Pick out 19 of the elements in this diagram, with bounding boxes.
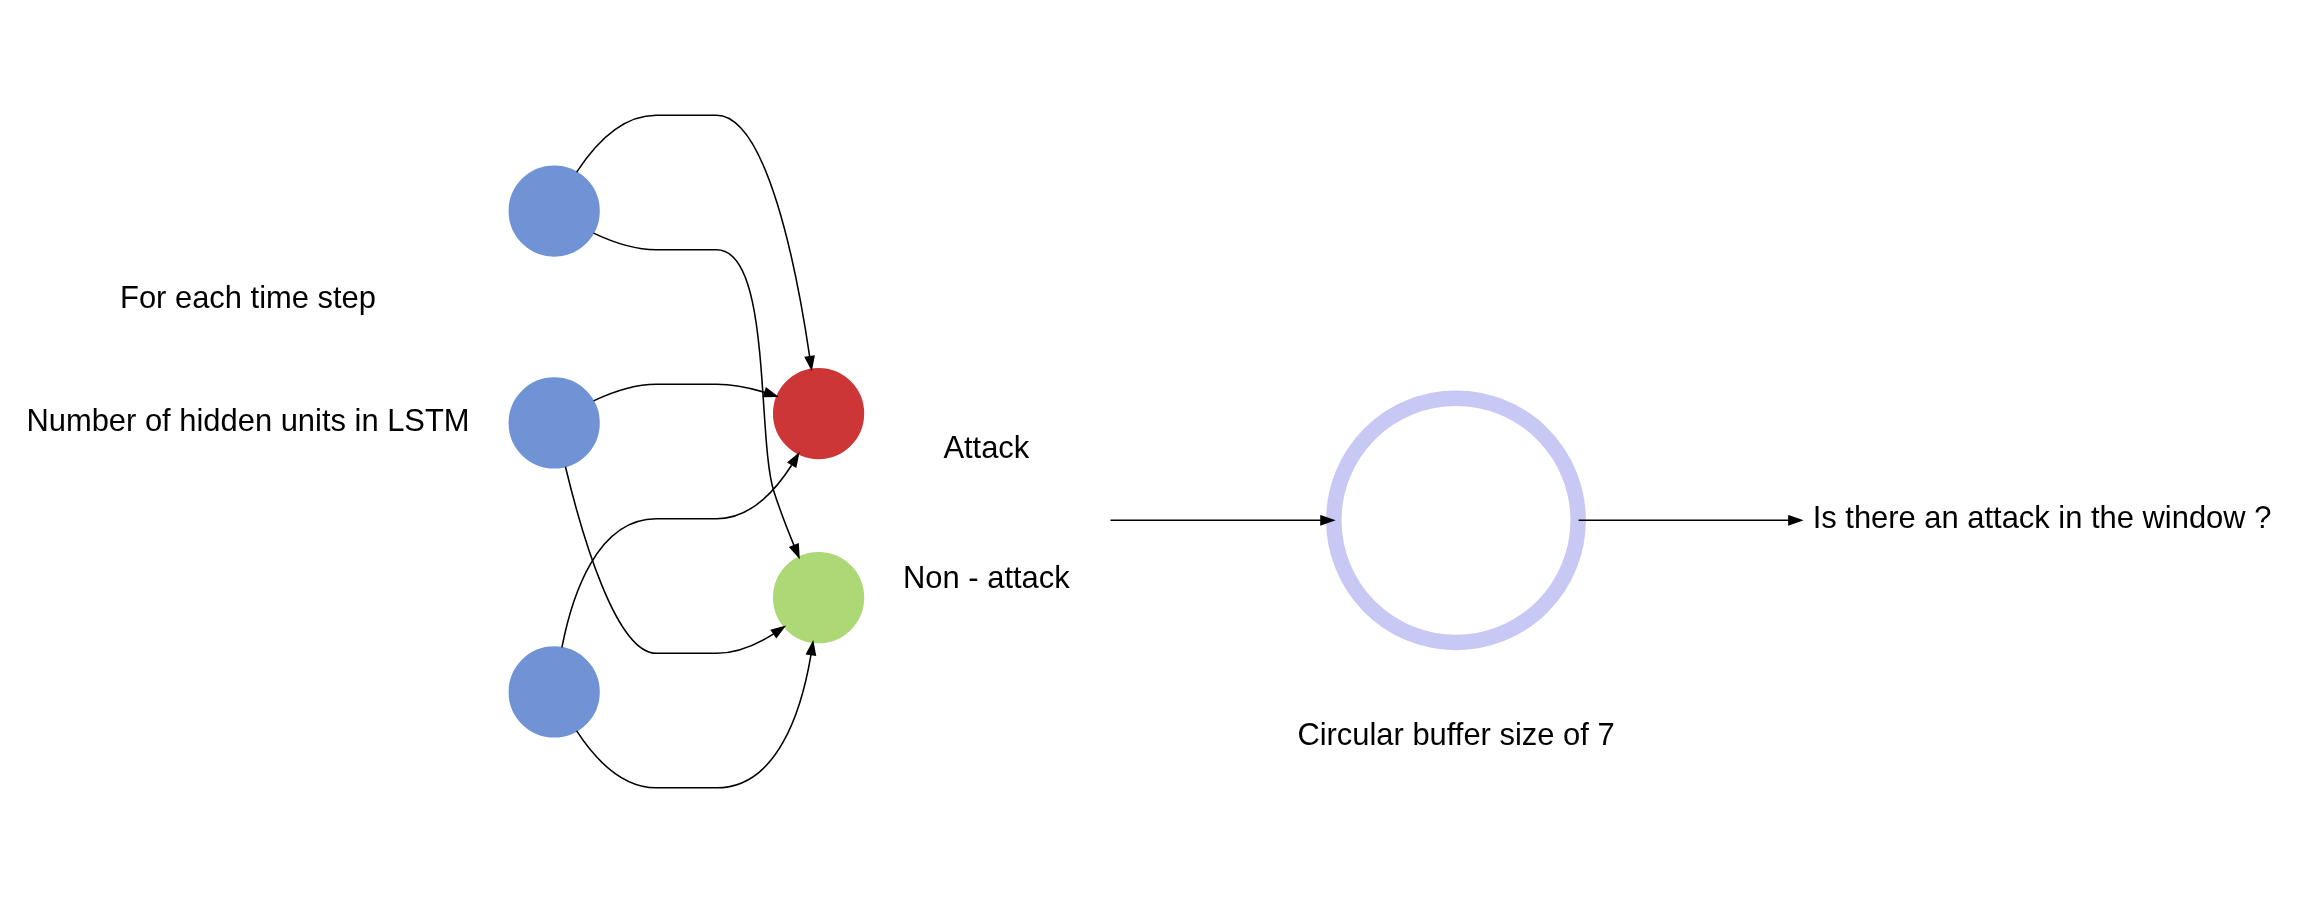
node-circle — [508, 377, 600, 469]
label: Number of hidden units in LSTM — [26, 402, 470, 438]
arrow — [592, 383, 779, 402]
label: For each time step — [120, 280, 376, 316]
arrow — [1577, 514, 1804, 526]
node-circle — [508, 165, 600, 257]
node-circle — [508, 646, 600, 738]
arrow — [592, 232, 800, 560]
node-circle — [772, 368, 865, 460]
arrow — [561, 451, 800, 649]
arrow — [1109, 514, 1336, 526]
arrow — [575, 114, 815, 372]
node-text: Is there an attack in the window ? — [1812, 500, 2272, 536]
node-label: Circular buffer size of 7 — [1297, 716, 1615, 752]
arrow — [575, 639, 817, 789]
node-circle — [1326, 390, 1586, 651]
arrow — [564, 466, 787, 655]
node-label: Attack — [943, 430, 1030, 466]
node-label: Non - attack — [903, 560, 1070, 596]
